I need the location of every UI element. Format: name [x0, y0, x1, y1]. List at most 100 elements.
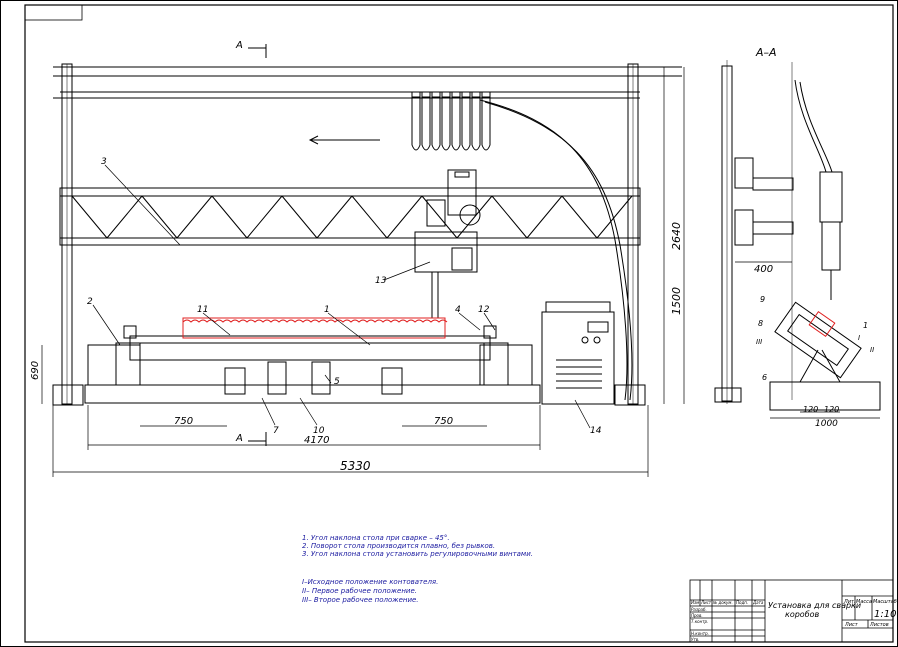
- festoon-loop: [461, 95, 471, 151]
- side-strut: [799, 349, 819, 383]
- festoon-trolley: [431, 91, 441, 98]
- tb-date: Дата: [752, 600, 764, 605]
- callout-5: 5: [334, 377, 340, 387]
- tb-massa: Масса: [856, 599, 872, 605]
- drawing-scale: 1:10: [874, 609, 896, 620]
- leader-7: [261, 397, 276, 426]
- direction-arrowhead: [308, 135, 319, 145]
- tilted-table-body: [774, 301, 862, 379]
- welding-carriage: [414, 231, 478, 273]
- title-block: [689, 579, 894, 643]
- truss-diagonal: [141, 195, 178, 239]
- side-callout-I: I: [858, 334, 860, 342]
- title-block-frame: [689, 579, 894, 643]
- side-arm: [752, 177, 794, 191]
- truss-diagonal: [456, 195, 493, 239]
- power-source-cabinet: [541, 311, 615, 405]
- tb-izm: Изм: [691, 600, 699, 605]
- left-footing: [52, 384, 84, 406]
- tilted-table-inner: [786, 313, 850, 367]
- side-bracket: [734, 157, 754, 189]
- tb-utv: Утв.: [691, 637, 699, 642]
- festoon-loop: [451, 95, 461, 151]
- truss-diagonal: [421, 195, 458, 239]
- side-callout-9: 9: [760, 295, 765, 304]
- leader-2: [92, 304, 121, 346]
- festoon-loop: [421, 95, 431, 151]
- festoon-trolley: [461, 91, 471, 98]
- left-support-post: [115, 342, 141, 386]
- festoon-loop: [481, 95, 491, 151]
- side-view: [714, 60, 881, 419]
- truss-diagonal: [596, 195, 633, 239]
- festoon-trolley: [451, 91, 461, 98]
- callout-1: 1: [324, 305, 330, 315]
- inner-frame: [24, 4, 894, 643]
- tb-sign: Подп.: [736, 600, 748, 605]
- truss-diagonal: [246, 195, 283, 239]
- festoon-trolley: [481, 91, 491, 98]
- side-footing: [714, 387, 742, 403]
- cabinet-vents: [556, 359, 602, 389]
- leader-12: [483, 312, 496, 331]
- dimension-lines: [41, 67, 685, 477]
- truss-diagonal: [281, 195, 318, 239]
- tb-list: Лист: [700, 600, 712, 605]
- leader-lines: [92, 164, 591, 429]
- cable-line: [484, 101, 633, 401]
- callout-7: 7: [273, 426, 279, 436]
- side-cable: [799, 81, 833, 173]
- truss-diagonal: [106, 195, 143, 239]
- callout-11: 11: [197, 305, 208, 315]
- festoon-trolley: [441, 91, 451, 98]
- dim-1500: 1500: [670, 287, 683, 315]
- side-callout-III: III: [756, 338, 762, 346]
- section-mark-top: А: [235, 40, 243, 51]
- side-callout-6: 6: [762, 373, 767, 382]
- cabinet-top: [545, 301, 611, 313]
- cable-festoon: [411, 91, 491, 151]
- truss-diagonals: [71, 195, 633, 239]
- leader-3: [104, 164, 181, 246]
- tb-masshtab: Масштаб: [873, 599, 897, 605]
- festoon-trolley: [471, 91, 481, 98]
- dim-400: 400: [754, 264, 773, 275]
- truss-diagonal: [351, 195, 388, 239]
- section-mark-bottom: А: [235, 433, 243, 444]
- front-view: [52, 63, 682, 406]
- side-base: [769, 381, 881, 411]
- support-jack: [267, 361, 287, 395]
- welding-head-cap: [454, 171, 470, 178]
- dim-4170: 4170: [304, 435, 329, 446]
- callout-2: 2: [87, 297, 93, 307]
- leader-11: [202, 312, 231, 336]
- section-markers: [248, 44, 267, 446]
- leader-5: [324, 374, 332, 384]
- meter-panel: [587, 321, 609, 333]
- note-2: 2. Поворот стола производится плавно, бе…: [302, 542, 495, 550]
- support-jack: [224, 367, 246, 395]
- dim-1000: 1000: [815, 419, 838, 429]
- welding-head-motor: [447, 169, 477, 216]
- dim-690: 690: [30, 361, 41, 380]
- callout-10: 10: [313, 426, 325, 436]
- tb-razrab: Разраб.: [691, 607, 707, 612]
- leader-10: [299, 397, 318, 426]
- table-clamp-right: [483, 325, 497, 339]
- tb-sheet: Лист: [844, 622, 859, 628]
- wire-spool: [459, 204, 481, 226]
- festoon-trolley: [411, 91, 421, 98]
- festoon-loop: [431, 95, 441, 151]
- callout-14: 14: [590, 426, 602, 436]
- feeder-box: [426, 199, 446, 227]
- side-bracket: [734, 209, 754, 246]
- cable-line: [479, 99, 628, 401]
- position-3: III– Второе рабочее положение.: [302, 596, 419, 604]
- dim-120-b: 120: [824, 405, 839, 414]
- dim-5330: 5330: [340, 459, 371, 473]
- tb-sheets: Листов: [869, 622, 889, 628]
- truss-diagonal: [386, 195, 423, 239]
- drawing-title-1: Установка для сварки: [768, 601, 861, 610]
- callout-12: 12: [478, 305, 490, 315]
- tb-prov: Пров.: [691, 613, 703, 618]
